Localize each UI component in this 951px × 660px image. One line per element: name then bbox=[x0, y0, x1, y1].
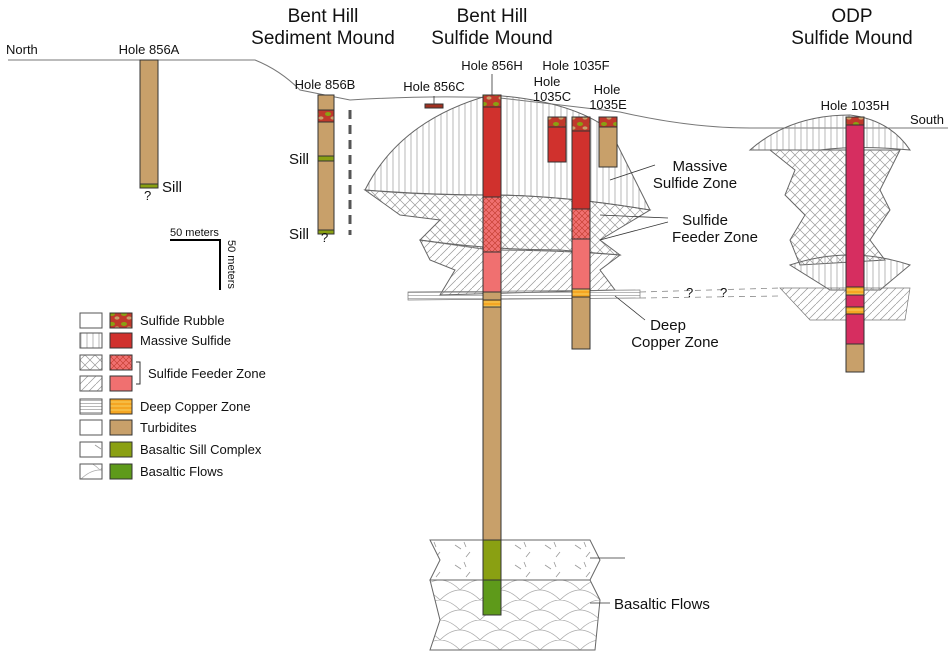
basaltic-sill-block bbox=[429, 539, 601, 581]
label-massive-zone-line1: Massive bbox=[672, 158, 727, 175]
legend: Sulfide Rubble Massive Sulfide Sulfide F… bbox=[79, 312, 266, 480]
hole-856b-rubble bbox=[317, 109, 335, 123]
hole-1035h-sulfide-2 bbox=[845, 294, 865, 308]
hole-1035f-feeder-2 bbox=[571, 238, 591, 290]
hole-1035f-rubble bbox=[571, 116, 591, 132]
label-hole-856h: Hole 856H bbox=[461, 58, 522, 73]
label-hole-856b: Hole 856B bbox=[295, 77, 356, 92]
legend-label-rubble: Sulfide Rubble bbox=[140, 313, 225, 328]
hole-1035h-sulfide bbox=[845, 124, 865, 288]
legend-swatch-pattern-sill bbox=[79, 441, 103, 458]
scale-bar bbox=[170, 239, 221, 290]
legend-swatch-color-flows bbox=[109, 463, 133, 480]
label-massive-zone-line2: Sulfide Zone bbox=[653, 175, 737, 192]
legend-label-sill: Basaltic Sill Complex bbox=[140, 442, 262, 457]
hole-856h-rubble bbox=[482, 94, 502, 108]
correlation-dashed-line bbox=[639, 287, 781, 299]
label-basaltic-flows: Basaltic Flows bbox=[614, 596, 710, 613]
odp-mound-top bbox=[748, 114, 912, 151]
legend-swatch-color-turbidites bbox=[109, 419, 133, 436]
label-hole-1035e-line1: Hole bbox=[594, 82, 621, 97]
header-odp-mound-line1: ODP bbox=[831, 6, 872, 27]
legend-label-copper: Deep Copper Zone bbox=[140, 399, 251, 414]
deep-copper-layer bbox=[407, 289, 641, 301]
hole-1035e-rubble bbox=[598, 116, 618, 128]
label-feeder-zone-line2: Feeder Zone bbox=[672, 229, 758, 246]
label-hole-1035e-line2: 1035E bbox=[589, 97, 627, 112]
hole-856b-sill-1 bbox=[317, 155, 335, 162]
label-sill-856b-1: Sill bbox=[289, 151, 309, 168]
legend-swatch-pattern-massive bbox=[79, 332, 103, 349]
label-deep-copper-line2: Copper Zone bbox=[631, 334, 719, 351]
label-hole-1035h: Hole 1035H bbox=[821, 98, 890, 113]
legend-swatch-color-feeder-2 bbox=[109, 375, 133, 392]
hole-1035h-copper-1 bbox=[845, 286, 865, 296]
header-sediment-mound-line2: Sediment Mound bbox=[251, 28, 395, 49]
hole-856h-feeder-1 bbox=[482, 196, 502, 253]
hole-1035h-copper-2 bbox=[845, 306, 865, 315]
question-correlation-1: ? bbox=[686, 285, 693, 300]
hole-856b-sill-2 bbox=[317, 229, 335, 235]
basaltic-flows-block bbox=[429, 579, 601, 651]
label-hole-1035c-line2: 1035C bbox=[533, 89, 571, 104]
legend-swatch-color-rubble bbox=[109, 312, 133, 329]
legend-swatch-pattern-rubble bbox=[79, 312, 103, 329]
leader-massive bbox=[609, 164, 656, 181]
legend-label-flows: Basaltic Flows bbox=[140, 464, 224, 479]
hole-856h-sill bbox=[482, 539, 502, 581]
hole-1035h-sulfide-3 bbox=[845, 313, 865, 345]
legend-swatch-pattern-flows bbox=[79, 463, 103, 480]
hole-1035f-feeder-1 bbox=[571, 208, 591, 240]
legend-label-turbidites: Turbidites bbox=[140, 420, 197, 435]
odp-mound-feeder bbox=[768, 149, 901, 266]
question-856a: ? bbox=[144, 188, 151, 203]
direction-north: North bbox=[6, 42, 38, 57]
legend-swatch-pattern-turbidites bbox=[79, 419, 103, 436]
legend-label-massive: Massive Sulfide bbox=[140, 333, 231, 348]
hole-856h-feeder-2 bbox=[482, 251, 502, 293]
hole-856a-column bbox=[139, 59, 159, 189]
hole-1035c-rubble bbox=[547, 116, 567, 128]
label-sill-856a: Sill bbox=[162, 179, 182, 196]
label-hole-1035f: Hole 1035F bbox=[542, 58, 609, 73]
header-odp-mound-line2: Sulfide Mound bbox=[791, 28, 912, 49]
hole-856h-massive bbox=[482, 106, 502, 198]
label-sill-856b-2: Sill bbox=[289, 226, 309, 243]
legend-swatch-pattern-feeder-1 bbox=[79, 354, 103, 371]
legend-feeder-bracket bbox=[136, 361, 141, 385]
hole-856h-copper bbox=[482, 299, 502, 308]
legend-swatch-color-sill bbox=[109, 441, 133, 458]
legend-swatch-color-copper bbox=[109, 398, 133, 415]
hole-1035h-rubble bbox=[845, 116, 865, 126]
label-deep-copper-line1: Deep bbox=[650, 317, 686, 334]
scale-vertical-label: 50 meters bbox=[225, 240, 237, 289]
hole-1035f-massive bbox=[571, 130, 591, 210]
label-hole-856a: Hole 856A bbox=[119, 42, 180, 57]
header-sulfide-mound-line2: Sulfide Mound bbox=[431, 28, 552, 49]
scale-horizontal-label: 50 meters bbox=[170, 227, 219, 239]
label-hole-1035c-line1: Hole bbox=[534, 74, 561, 89]
legend-swatch-pattern-copper bbox=[79, 398, 103, 415]
label-feeder-zone-line1: Sulfide bbox=[682, 212, 728, 229]
odp-mound-deep bbox=[779, 287, 911, 321]
leader-feeder-1 bbox=[599, 214, 669, 219]
legend-swatch-pattern-feeder-2 bbox=[79, 375, 103, 392]
leader-feeder-2 bbox=[599, 221, 669, 241]
hole-856h-flows bbox=[482, 579, 502, 616]
hole-856c-marker bbox=[424, 103, 444, 109]
hole-856a-sill bbox=[139, 183, 159, 189]
leader-deep-copper bbox=[614, 295, 646, 321]
header-sediment-mound-line1: Bent Hill bbox=[288, 6, 359, 27]
label-hole-856c: Hole 856C bbox=[403, 79, 464, 94]
hole-1035f-copper bbox=[571, 288, 591, 298]
legend-swatch-color-massive bbox=[109, 332, 133, 349]
header-sulfide-mound-line1: Bent Hill bbox=[457, 6, 528, 27]
direction-south: South bbox=[910, 112, 944, 127]
question-856b: ? bbox=[321, 230, 328, 245]
legend-label-feeder: Sulfide Feeder Zone bbox=[148, 366, 266, 381]
legend-swatch-color-feeder-1 bbox=[109, 354, 133, 371]
question-correlation-2: ? bbox=[720, 285, 727, 300]
